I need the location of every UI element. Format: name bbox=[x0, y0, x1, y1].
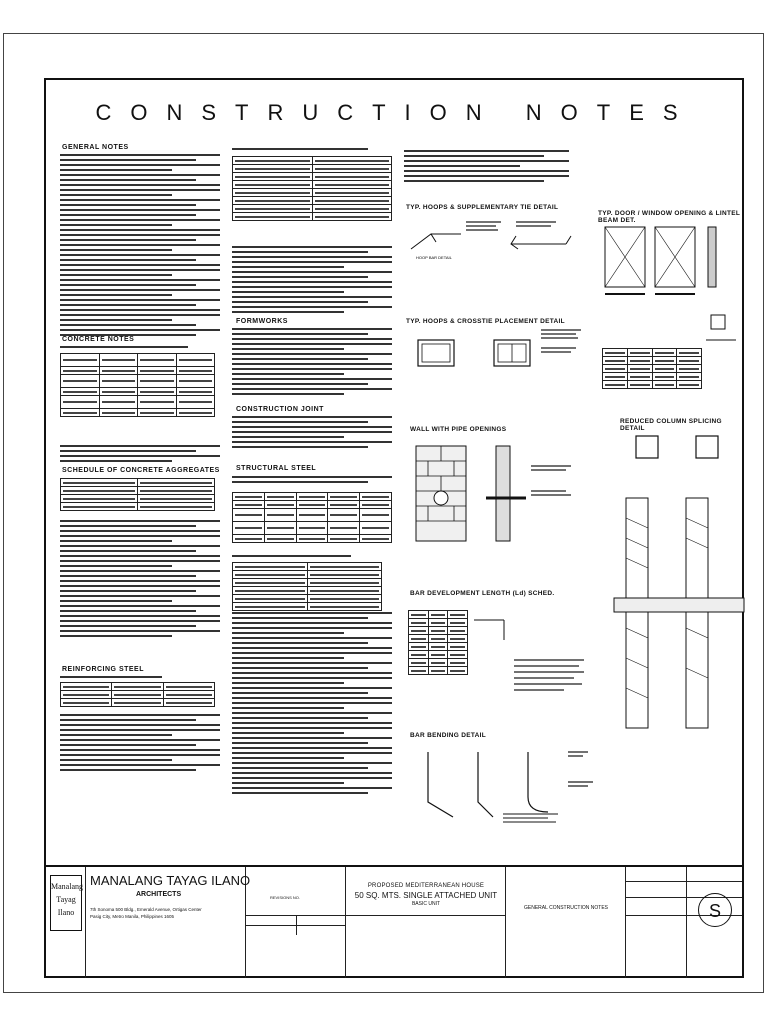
svg-text:HOOP BAR DETAIL: HOOP BAR DETAIL bbox=[416, 255, 453, 260]
drawing-frame: CONSTRUCTION NOTES GENERAL NOTES CONCRET… bbox=[44, 78, 745, 978]
aggregates-table bbox=[60, 478, 215, 511]
title-block: Manalang Tayag Ilano MANALANG TAYAG ILAN… bbox=[46, 865, 742, 978]
sheet-contents: GENERAL CONSTRUCTION NOTES bbox=[524, 905, 608, 911]
hoop-crosstie-drawing bbox=[417, 329, 581, 367]
concrete-strength-table bbox=[60, 353, 215, 417]
project-cell: PROPOSED MEDITERRANEAN HOUSE 50 SQ. MTS.… bbox=[346, 867, 506, 978]
door-window-drawing bbox=[604, 226, 717, 295]
project-line-3: BASIC UNIT bbox=[411, 901, 441, 907]
bar-development-label: BAR DEVELOPMENT LENGTH (Ld) SCHED. bbox=[410, 590, 555, 597]
firm-name: MANALANG TAYAG ILANO bbox=[90, 873, 251, 888]
wall-pipe-drawing bbox=[415, 445, 571, 542]
hoop-supplementary-drawing: HOOP BAR DETAIL bbox=[410, 221, 572, 260]
drawing-sheet bbox=[3, 33, 764, 993]
sheet-number-cell: S bbox=[626, 867, 742, 978]
section-structural-steel: STRUCTURAL STEEL bbox=[236, 465, 317, 472]
revision-label: REVISIONS NO. bbox=[270, 895, 301, 900]
section-formworks: FORMWORKS bbox=[236, 318, 288, 325]
reduced-column-label: REDUCED COLUMN SPLICING DETAIL bbox=[620, 418, 722, 432]
sheet-contents-cell: GENERAL CONSTRUCTION NOTES bbox=[506, 867, 626, 978]
hoop-crosstie-detail-label: TYP. HOOPS & CROSSTIE PLACEMENT DETAIL bbox=[406, 318, 565, 325]
wall-pipe-detail-label: WALL WITH PIPE OPENINGS bbox=[410, 426, 507, 433]
section-reinforcing-steel: REINFORCING STEEL bbox=[62, 666, 145, 673]
firm-address-2: Pasig City, Metro Manila, Philippines 16… bbox=[90, 914, 174, 919]
reduced-column-drawing bbox=[613, 435, 745, 729]
anchor-bolt-table bbox=[232, 562, 382, 611]
door-window-detail-label: TYP. DOOR / WINDOW OPENING & LINTEL BEAM… bbox=[598, 210, 741, 224]
bar-development-notes bbox=[474, 619, 584, 691]
reinforcement-schedule-table bbox=[602, 348, 702, 389]
sheet-letter: S bbox=[698, 893, 732, 927]
logo-cell: Manalang Tayag Ilano bbox=[46, 867, 86, 978]
bar-bending-label: BAR BENDING DETAIL bbox=[410, 732, 487, 739]
consultant-cell: REVISIONS NO. bbox=[246, 867, 346, 978]
bar-bending-drawing bbox=[427, 751, 593, 823]
firm-type: ARCHITECTS bbox=[136, 891, 182, 898]
general-notes-text bbox=[60, 154, 220, 339]
firm-address-1: 7th Sonoma 500 Bldg., Emerald Avenue, Or… bbox=[90, 907, 202, 912]
section-construction-joint: CONSTRUCTION JOINT bbox=[236, 406, 324, 413]
section-concrete-notes: CONCRETE NOTES bbox=[62, 336, 135, 343]
reinforcing-bars-table bbox=[59, 682, 216, 707]
firm-logo: Manalang Tayag Ilano bbox=[50, 875, 83, 931]
bar-development-table bbox=[408, 610, 468, 675]
concrete-cover-table bbox=[232, 156, 392, 221]
page-title: CONSTRUCTION NOTES bbox=[95, 100, 697, 125]
hoop-supplementary-detail-label: TYP. HOOPS & SUPPLEMENTARY TIE DETAIL bbox=[406, 204, 559, 211]
project-line-1: PROPOSED MEDITERRANEAN HOUSE bbox=[367, 883, 485, 889]
section-b-drawing bbox=[706, 314, 736, 341]
section-general-notes: GENERAL NOTES bbox=[62, 144, 129, 151]
section-concrete-aggregates: SCHEDULE OF CONCRETE AGGREGATES bbox=[62, 467, 220, 474]
project-line-2: 50 SQ. MTS. SINGLE ATTACHED UNIT bbox=[354, 891, 498, 900]
structural-steel-table bbox=[232, 492, 392, 543]
firm-cell: MANALANG TAYAG ILANO ARCHITECTS 7th Sono… bbox=[86, 867, 250, 978]
